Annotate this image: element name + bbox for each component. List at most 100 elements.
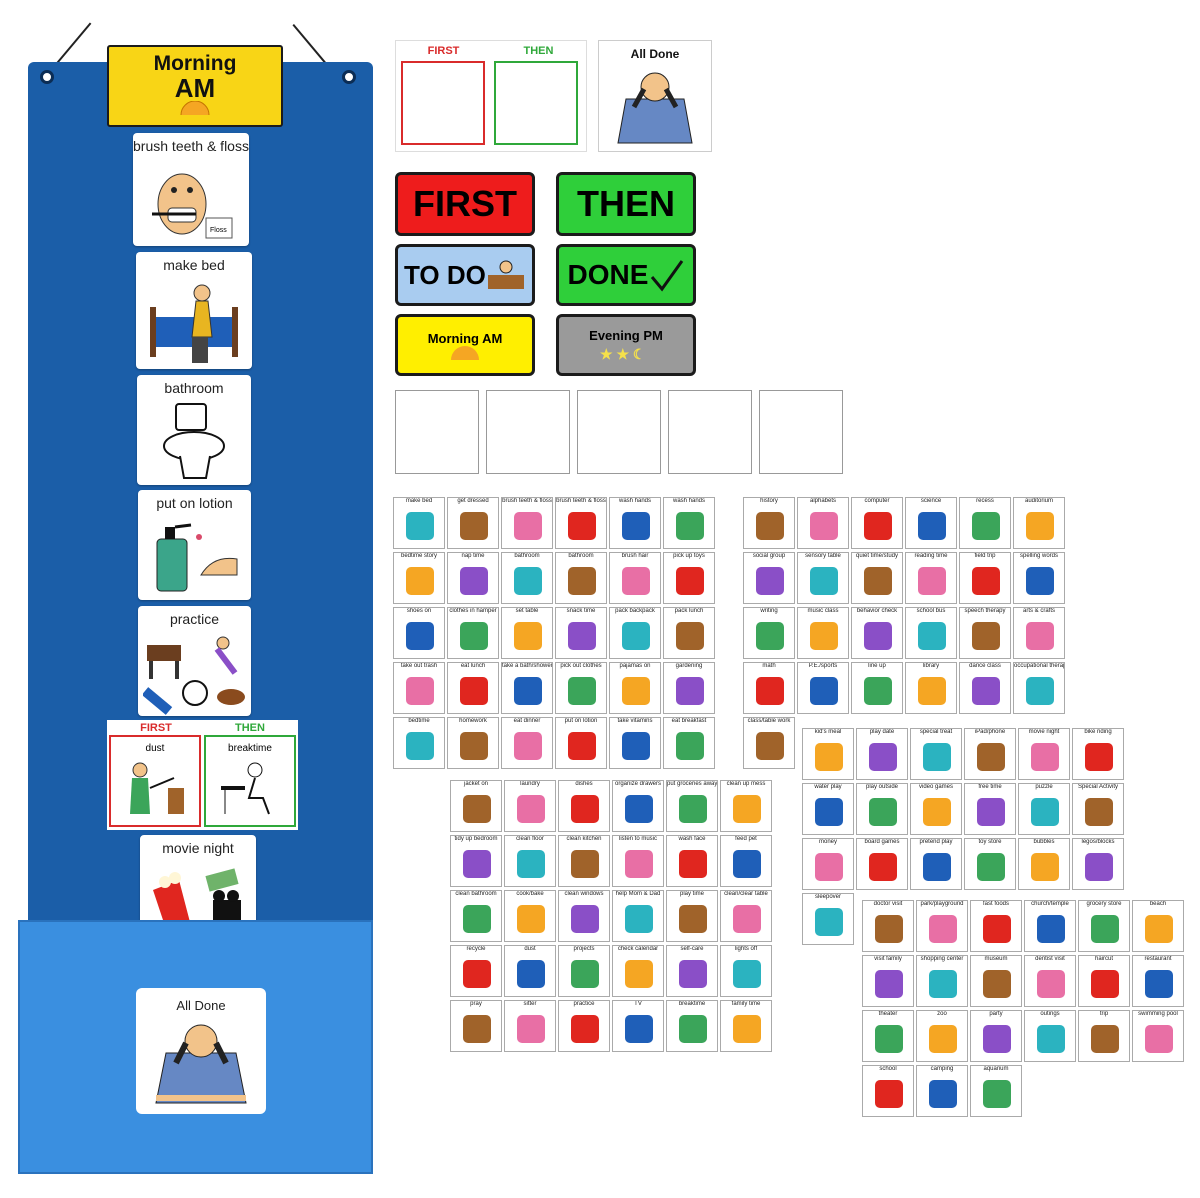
picture-card[interactable]: zoo	[916, 1010, 968, 1062]
picture-card[interactable]: line up	[851, 662, 903, 714]
picture-card[interactable]: music class	[797, 607, 849, 659]
picture-card[interactable]: take vitamins	[609, 717, 661, 769]
all-done-tile[interactable]: All Done	[598, 40, 712, 152]
picture-card[interactable]: help Mom & Dad	[612, 890, 664, 942]
card-lotion[interactable]: put on lotion	[138, 490, 251, 600]
picture-card[interactable]: science	[905, 497, 957, 549]
picture-card[interactable]: water play	[802, 783, 854, 835]
card-bathroom[interactable]: bathroom	[137, 375, 251, 485]
picture-card[interactable]: organize drawers	[612, 780, 664, 832]
picture-card[interactable]: behavior check	[851, 607, 903, 659]
morning-am-button[interactable]: Morning AM	[395, 314, 535, 376]
picture-card[interactable]: eat dinner	[501, 717, 553, 769]
picture-card[interactable]: self-care	[666, 945, 718, 997]
picture-card[interactable]: clean kitchen	[558, 835, 610, 887]
picture-card[interactable]: bedtime story	[393, 552, 445, 604]
picture-card[interactable]: social group	[743, 552, 795, 604]
all-done-card[interactable]: All Done	[136, 988, 266, 1114]
template-then-slot[interactable]	[494, 61, 578, 145]
picture-card[interactable]: feed pet	[720, 835, 772, 887]
card-practice[interactable]: practice	[138, 606, 251, 716]
picture-card[interactable]: clean/clear table	[720, 890, 772, 942]
picture-card[interactable]: wash face	[666, 835, 718, 887]
empty-slot[interactable]	[395, 390, 479, 474]
picture-card[interactable]: alphabets	[797, 497, 849, 549]
picture-card[interactable]: homework	[447, 717, 499, 769]
picture-card[interactable]: theater	[862, 1010, 914, 1062]
picture-card[interactable]: dust	[504, 945, 556, 997]
picture-card[interactable]: school bus	[905, 607, 957, 659]
picture-card[interactable]: toy store	[964, 838, 1016, 890]
picture-card[interactable]: dishes	[558, 780, 610, 832]
picture-card[interactable]: shopping center	[916, 955, 968, 1007]
picture-card[interactable]: puzzle	[1018, 783, 1070, 835]
first-slot[interactable]: dust	[109, 735, 201, 827]
picture-card[interactable]: haircut	[1078, 955, 1130, 1007]
picture-card[interactable]: practice	[558, 1000, 610, 1052]
picture-card[interactable]: pray	[450, 1000, 502, 1052]
picture-card[interactable]: legos/blocks	[1072, 838, 1124, 890]
picture-card[interactable]: arts & crafts	[1013, 607, 1065, 659]
picture-card[interactable]: take a bath/shower	[501, 662, 553, 714]
picture-card[interactable]: put groceries away	[666, 780, 718, 832]
picture-card[interactable]: reading time	[905, 552, 957, 604]
picture-card[interactable]: eat breakfast	[663, 717, 715, 769]
picture-card[interactable]: museum	[970, 955, 1022, 1007]
picture-card[interactable]: computer	[851, 497, 903, 549]
picture-card[interactable]: outings	[1024, 1010, 1076, 1062]
picture-card[interactable]: make bed	[393, 497, 445, 549]
picture-card[interactable]: clothes in hamper	[447, 607, 499, 659]
picture-card[interactable]: board games	[856, 838, 908, 890]
picture-card[interactable]: grocery store	[1078, 900, 1130, 952]
picture-card[interactable]: pack backpack	[609, 607, 661, 659]
picture-card[interactable]: wash hands	[609, 497, 661, 549]
picture-card[interactable]: take out trash	[393, 662, 445, 714]
picture-card[interactable]: TV	[612, 1000, 664, 1052]
picture-card[interactable]: get dressed	[447, 497, 499, 549]
picture-card[interactable]: bathroom	[501, 552, 553, 604]
template-first-slot[interactable]	[401, 61, 485, 145]
picture-card[interactable]: restaurant	[1132, 955, 1184, 1007]
picture-card[interactable]: play outside	[856, 783, 908, 835]
picture-card[interactable]: play time	[666, 890, 718, 942]
picture-card[interactable]: video games	[910, 783, 962, 835]
picture-card[interactable]: auditorium	[1013, 497, 1065, 549]
card-movie-night[interactable]: movie night	[140, 835, 256, 926]
picture-card[interactable]: gardening	[663, 662, 715, 714]
picture-card[interactable]: brush hair	[609, 552, 661, 604]
picture-card[interactable]: pack lunch	[663, 607, 715, 659]
card-brush-teeth[interactable]: brush teeth & floss Floss	[133, 133, 249, 246]
picture-card[interactable]: P.E./sports	[797, 662, 849, 714]
picture-card[interactable]: dance class	[959, 662, 1011, 714]
picture-card[interactable]: school	[862, 1065, 914, 1117]
picture-card[interactable]: pick up toys	[663, 552, 715, 604]
empty-slot[interactable]	[486, 390, 570, 474]
picture-card[interactable]: family time	[720, 1000, 772, 1052]
picture-card[interactable]: check calendar	[612, 945, 664, 997]
picture-card[interactable]: recess	[959, 497, 1011, 549]
picture-card[interactable]: sitter	[504, 1000, 556, 1052]
picture-card[interactable]: lights off	[720, 945, 772, 997]
picture-card[interactable]: Special Activity	[1072, 783, 1124, 835]
picture-card[interactable]: free time	[964, 783, 1016, 835]
picture-card[interactable]: set table	[501, 607, 553, 659]
picture-card[interactable]: math	[743, 662, 795, 714]
then-button[interactable]: THEN	[556, 172, 696, 236]
picture-card[interactable]: iPad/phone	[964, 728, 1016, 780]
picture-card[interactable]: nap time	[447, 552, 499, 604]
picture-card[interactable]: listen to music	[612, 835, 664, 887]
picture-card[interactable]: doctor visit	[862, 900, 914, 952]
picture-card[interactable]: fast foods	[970, 900, 1022, 952]
picture-card[interactable]: pajamas on	[609, 662, 661, 714]
picture-card[interactable]: dentist visit	[1024, 955, 1076, 1007]
picture-card[interactable]: field trip	[959, 552, 1011, 604]
empty-slot[interactable]	[668, 390, 752, 474]
picture-card[interactable]: breaktime	[666, 1000, 718, 1052]
picture-card[interactable]: snack time	[555, 607, 607, 659]
picture-card[interactable]: put on lotion	[555, 717, 607, 769]
empty-slot[interactable]	[759, 390, 843, 474]
to-do-button[interactable]: TO DO	[395, 244, 535, 306]
picture-card[interactable]: shoes on	[393, 607, 445, 659]
evening-pm-button[interactable]: Evening PM ★ ★ ☾	[556, 314, 696, 376]
picture-card[interactable]: camping	[916, 1065, 968, 1117]
